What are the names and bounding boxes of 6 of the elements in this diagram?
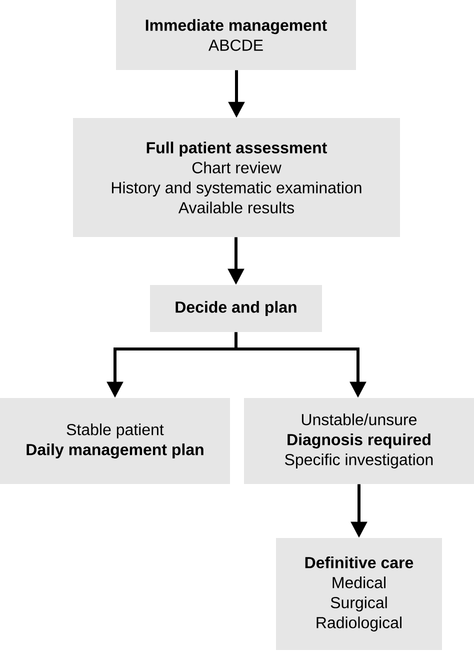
process-box: Definitive care Medical Surgical Radiological: [276, 538, 442, 650]
process-box: Immediate management ABCDE: [116, 0, 356, 70]
process-box: Unstable/unsure Diagnosis required Specific investigation: [244, 398, 474, 484]
process-box: Stable patient Daily management plan: [0, 398, 230, 484]
process-box: Full patient assessment Chart review History and systematic examination Available results: [73, 118, 400, 237]
process-box: Decide and plan: [150, 285, 322, 332]
